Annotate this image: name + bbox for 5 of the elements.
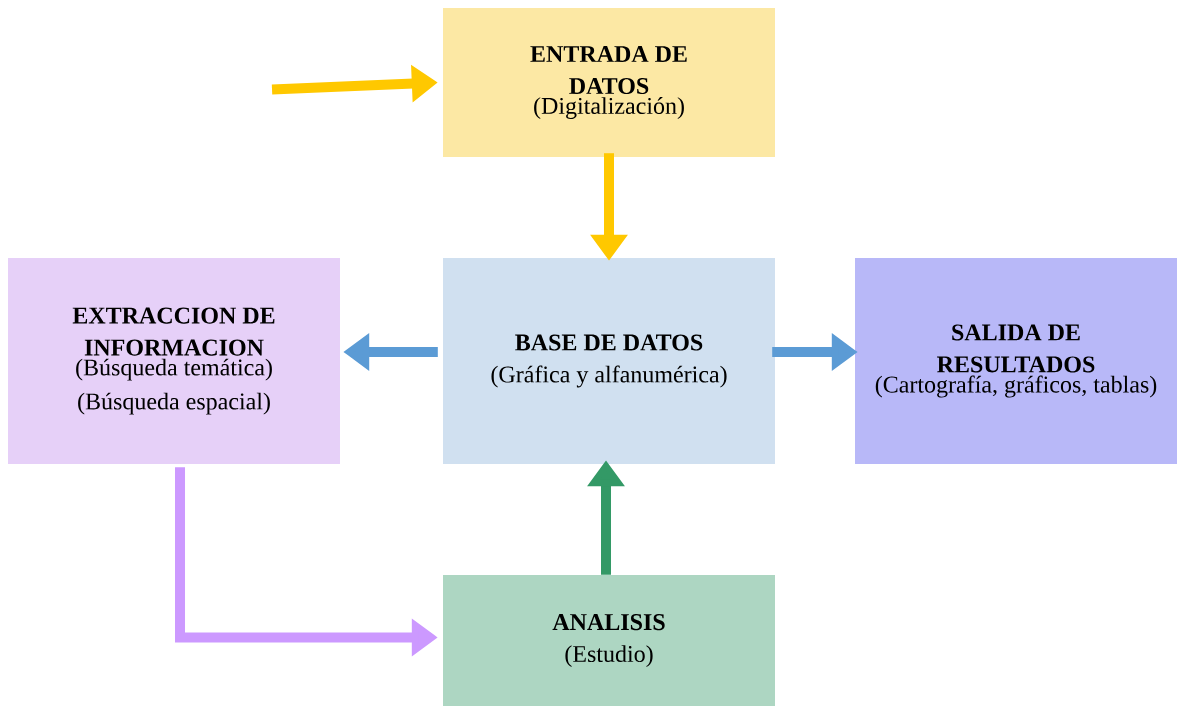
process-box: ENTRADA DE DATOS (Digitalización) [443,8,775,157]
process-box: SALIDA DE RESULTADOS (Cartografía, gráficos, tablas) [855,258,1177,464]
process-box: EXTRACCION DE INFORMACION (Búsqueda temática) (Búsqueda espacial) [8,258,340,464]
process-box: BASE DE DATOS (Gráfica y alfanumérica) [443,258,775,464]
process-box: ANALISIS (Estudio) [443,575,775,706]
